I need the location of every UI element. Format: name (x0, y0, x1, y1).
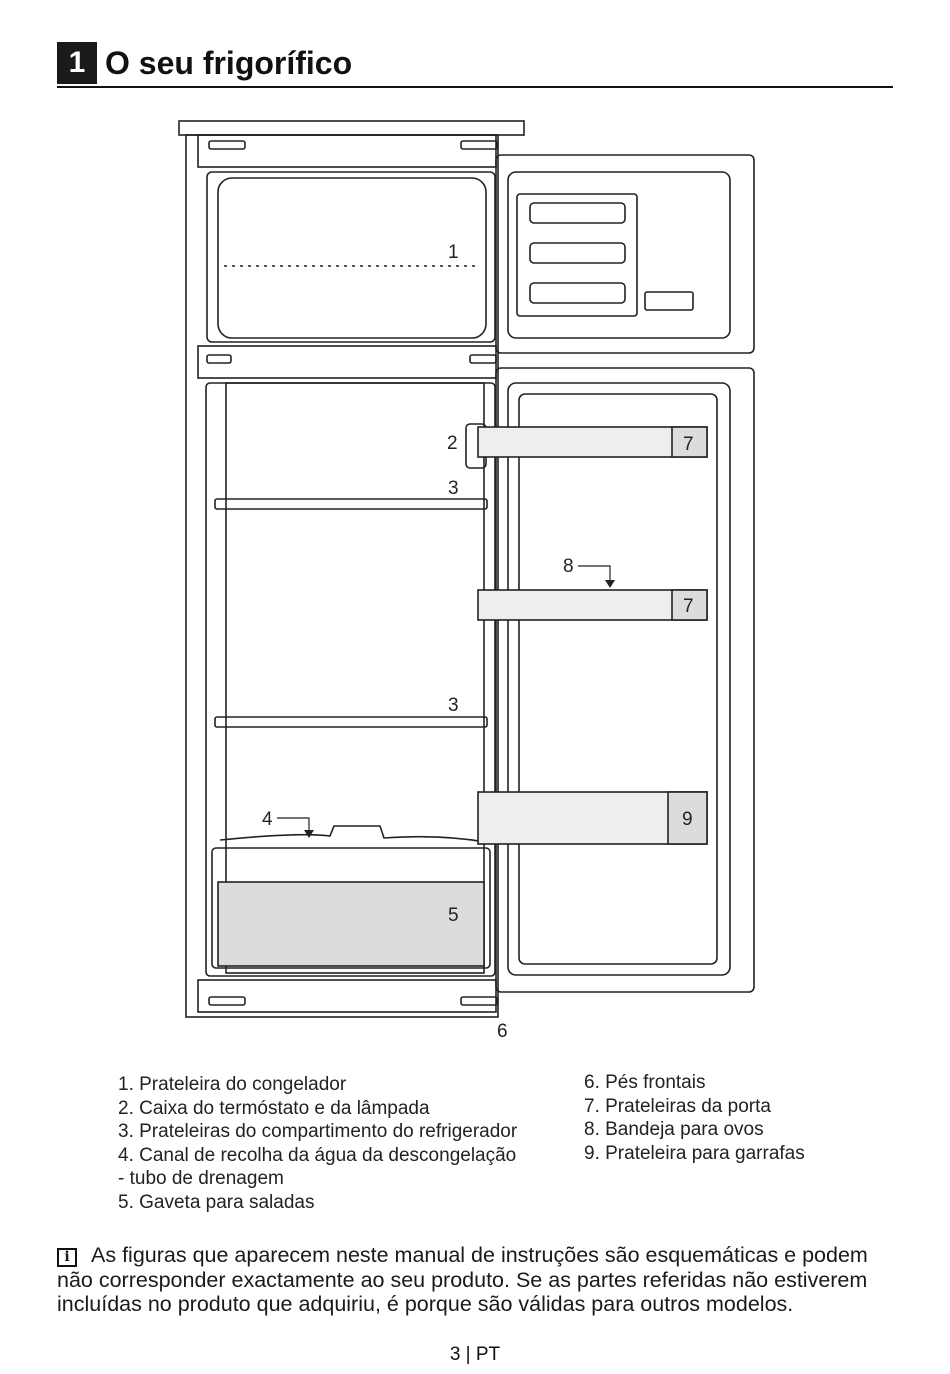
page-title: O seu frigorífico (105, 45, 353, 81)
legend-item: 7. Prateleiras da porta (584, 1095, 771, 1117)
legend-right: 6. Pés frontais 7. Prateleiras da porta … (584, 1071, 805, 1165)
leader-4 (277, 817, 310, 832)
callout-3-upper: 3 (448, 478, 459, 499)
drain-channel (219, 825, 486, 843)
leader-8 (578, 565, 611, 582)
callout-3-lower: 3 (448, 695, 459, 716)
fridge-diagram: 1 2 3 3 4 5 6 7 7 8 9 (178, 120, 755, 1042)
page-footer: 3 | PT (449, 1344, 501, 1365)
callout-1: 1 (448, 242, 459, 263)
legend-left: 1. Prateleira do congelador 2. Caixa do … (118, 1073, 517, 1214)
section-header: 1 O seu frigorífico (57, 40, 893, 88)
freezer-door (495, 154, 755, 354)
callout-8: 8 (563, 556, 574, 577)
callout-7-lower: 7 (683, 596, 694, 617)
callout-5: 5 (448, 905, 459, 926)
legend-item: 1. Prateleira do congelador (118, 1074, 347, 1095)
callout-2: 2 (447, 433, 458, 454)
legend-item: 3. Prateleiras do compartimento do refri… (118, 1121, 518, 1142)
legend-item: 2. Caixa do termóstato e da lâmpada (118, 1097, 430, 1119)
fridge-shelf-upper (214, 498, 488, 510)
fridge-shelf-lower (214, 716, 488, 728)
callout-4: 4 (262, 809, 273, 830)
crisper-drawer (211, 847, 491, 969)
chapter-number: 1 (57, 42, 97, 84)
legend-item: 8. Bandeja para ovos (584, 1119, 764, 1140)
legend-item: - tubo de drenagem (118, 1168, 284, 1189)
callout-6: 6 (497, 1021, 508, 1042)
legend-item: 4. Canal de recolha da água da descongel… (118, 1144, 517, 1166)
cabinet-top-cap (178, 120, 525, 136)
control-display (644, 291, 694, 311)
legend-item: 6. Pés frontais (584, 1072, 706, 1093)
info-icon: i (57, 1248, 77, 1267)
fridge-door (495, 367, 755, 993)
legend-item: 9. Prateleira para garrafas (584, 1142, 805, 1164)
egg-tray-shelf (477, 589, 708, 621)
callout-9: 9 (682, 809, 693, 830)
callout-7-upper: 7 (683, 434, 694, 455)
legend-item: 5. Gaveta para saladas (118, 1191, 315, 1213)
freezer-compartment (206, 171, 496, 343)
note-text: As figuras que aparecem neste manual de … (57, 1243, 868, 1316)
